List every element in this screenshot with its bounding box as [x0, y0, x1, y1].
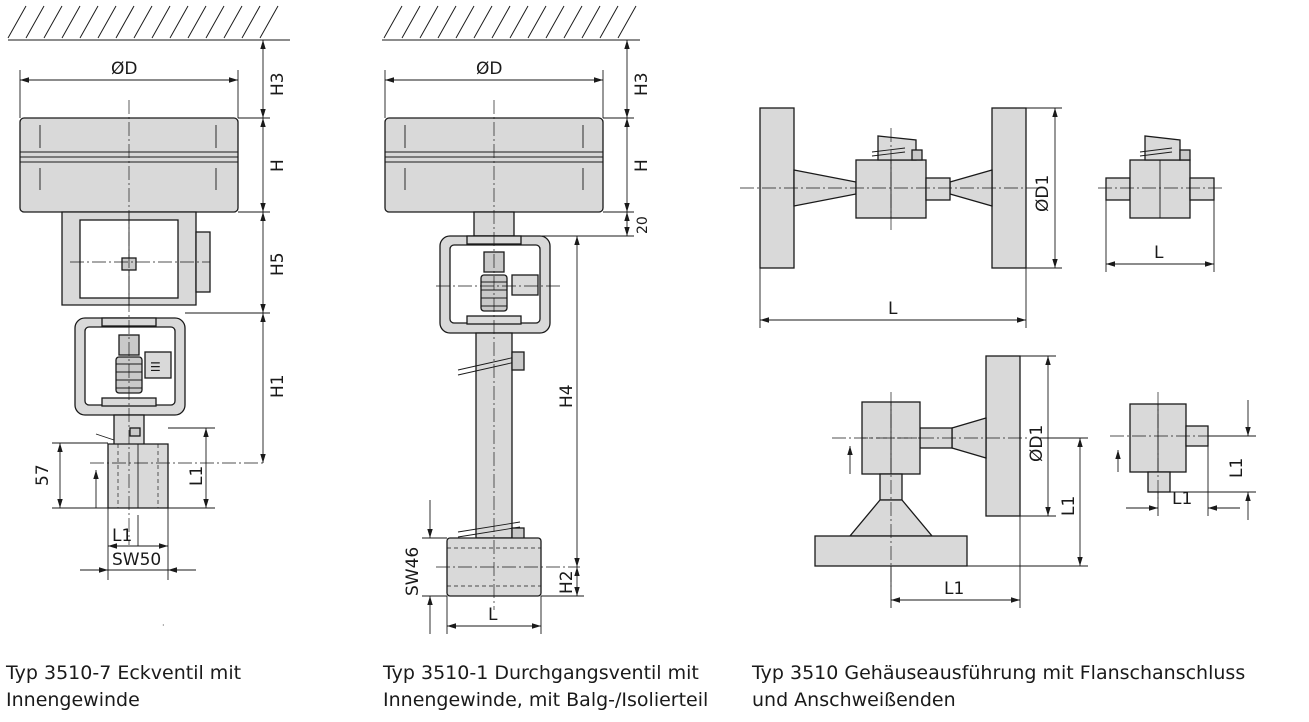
label-l1-vertical: L1: [1059, 496, 1079, 516]
caption-figure-2: Typ 3510-1 Durchgangsventil mit Innengew…: [383, 660, 708, 714]
label-sw46: SW46: [403, 547, 423, 596]
label-20: 20: [635, 216, 651, 234]
label-diameter-2: ØD: [476, 59, 502, 79]
label-h5: H5: [268, 252, 288, 276]
label-h3-2: H3: [632, 72, 652, 96]
label-l1-vertical: L1: [187, 466, 207, 486]
label-h-2: H: [632, 159, 652, 172]
label-l-top: L: [888, 299, 898, 319]
yoke-2: [439, 235, 551, 334]
label-l1-small: L1: [1172, 489, 1192, 509]
yoke-1: ☰: [74, 317, 186, 416]
dimensions-3: [759, 107, 1256, 608]
caption-line: Typ 3510 Gehäuseausführung mit Flanschan…: [752, 662, 1246, 684]
label-l-2: L: [488, 605, 498, 625]
svg-text:☰: ☰: [150, 360, 161, 374]
label-h3: H3: [268, 72, 288, 96]
label-h: H: [268, 159, 288, 172]
figure-2-straight-valve: ØD H3 H 20 H4 H2 SW46 L: [382, 5, 652, 634]
figure-1-angle-valve: ☰: [7, 5, 290, 630]
svg-text:·: ·: [162, 621, 165, 630]
caption-line: Innengewinde: [6, 689, 140, 711]
label-sw: SW50: [112, 550, 161, 570]
dimensions-2: [384, 40, 634, 634]
label-d1-top: ØD1: [1033, 175, 1053, 212]
label-l-small: L: [1154, 243, 1164, 263]
bellows-extension-2: [457, 332, 525, 541]
valve-body-1: [95, 414, 169, 509]
label-l1-small-vertical: L1: [1227, 458, 1247, 478]
ceiling-hatch-1: [7, 5, 290, 41]
caption-line: Innengewinde, mit Balg-/Isolierteil: [383, 689, 709, 711]
ceiling-hatch-2: [382, 5, 640, 41]
label-57: 57: [33, 464, 53, 486]
label-l1-bottom: L1: [944, 579, 964, 599]
flanged-angle-body: [814, 355, 1021, 567]
label-diameter: ØD: [111, 59, 137, 79]
label-h2: H2: [557, 570, 577, 594]
weld-end-angle-body: [1129, 403, 1209, 493]
label-l1: L1: [112, 526, 132, 546]
label-h4: H4: [557, 384, 577, 408]
label-h1: H1: [268, 374, 288, 398]
label-d1-bottom: ØD1: [1027, 425, 1047, 462]
caption-line: und Anschweißenden: [752, 689, 956, 711]
caption-line: Typ 3510-7 Eckventil mit: [6, 662, 242, 684]
caption-line: Typ 3510-1 Durchgangsventil mit: [383, 662, 699, 684]
caption-figure-1: Typ 3510-7 Eckventil mit Innengewinde: [6, 660, 241, 714]
dimensions-1: [19, 40, 270, 580]
weld-end-straight-body: [1105, 135, 1215, 219]
figure-3-body-variants: ØD1 L L ØD1 L1 L1 L1 L1: [740, 107, 1256, 608]
caption-figure-3: Typ 3510 Gehäuseausführung mit Flanschan…: [752, 660, 1245, 714]
